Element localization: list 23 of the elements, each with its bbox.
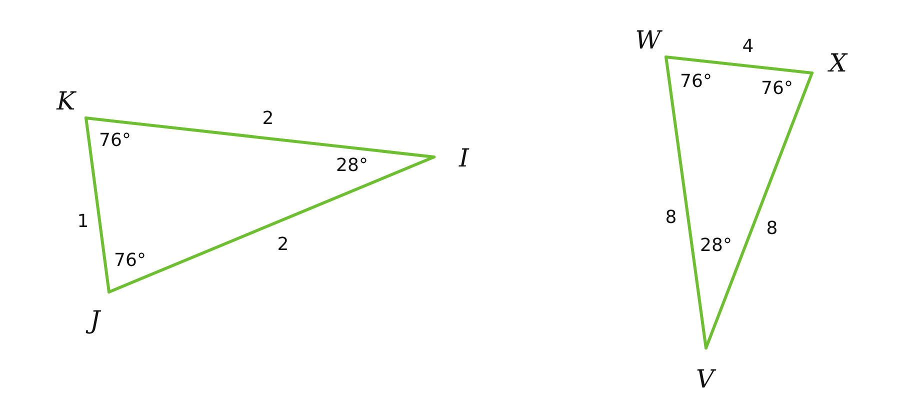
side-length: 1 [77, 213, 89, 231]
vertex-label: K [56, 88, 76, 114]
vertex-label: X [829, 50, 847, 76]
side-length: 4 [742, 38, 754, 56]
angle-label: 28° [700, 237, 732, 255]
side-length: 2 [277, 236, 289, 254]
triangle-side [664, 56, 708, 350]
side-length: 8 [665, 209, 677, 227]
angle-label: 76° [99, 132, 131, 150]
side-length: 8 [766, 220, 778, 238]
angle-label: 76° [761, 80, 793, 98]
angle-label: 76° [680, 73, 712, 91]
triangle-side [84, 116, 110, 294]
vertex-label: V [696, 366, 714, 392]
angle-label: 28° [336, 157, 368, 175]
triangle-side [84, 116, 436, 158]
triangle-side [664, 56, 814, 74]
vertex-label: W [635, 28, 661, 52]
angle-label: 76° [114, 252, 146, 270]
side-length: 2 [262, 110, 274, 128]
triangle-side [704, 72, 814, 350]
vertex-label: I [459, 146, 469, 170]
triangle-side [108, 156, 436, 294]
